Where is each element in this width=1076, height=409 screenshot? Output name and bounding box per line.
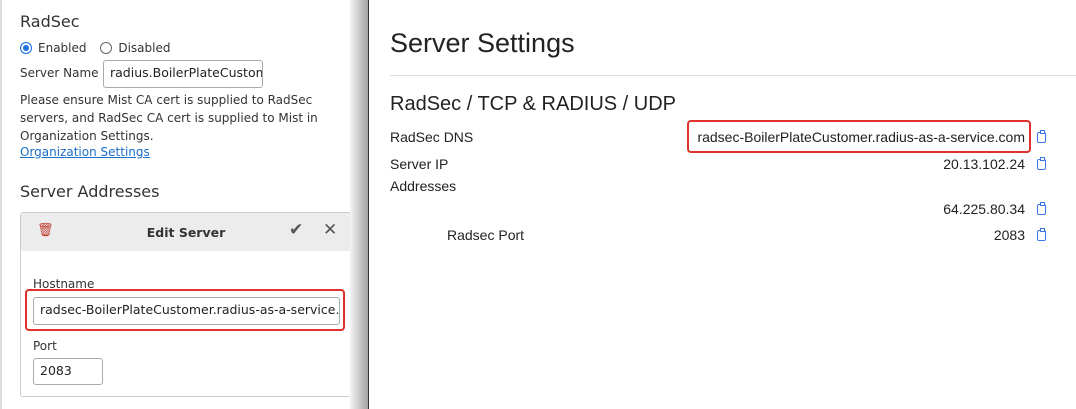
server-ip-label: Server IP xyxy=(390,156,449,172)
port-input[interactable]: 2083 xyxy=(33,358,103,385)
copy-icon[interactable] xyxy=(1037,157,1046,170)
server-name-label: Server Name xyxy=(20,66,99,80)
server-name-input[interactable]: radius.BoilerPlateCustomer xyxy=(103,60,263,88)
edit-server-header: 🗑 Edit Server ✔ ✕ xyxy=(21,213,351,251)
disabled-radio[interactable]: Disabled xyxy=(100,41,170,55)
edit-server-title: Edit Server xyxy=(146,225,226,240)
radsec-port-value: 2083 xyxy=(993,227,1025,243)
ca-cert-notice: Please ensure Mist CA cert is supplied t… xyxy=(20,93,318,143)
server-ip-value: 20.13.102.24 xyxy=(943,156,1025,172)
hostname-label: Hostname xyxy=(33,277,95,291)
highlight-box xyxy=(687,120,1031,153)
disabled-label: Disabled xyxy=(118,41,171,55)
edit-server-card: 🗑 Edit Server ✔ ✕ Hostname radsec-Boiler… xyxy=(20,212,352,397)
addresses-label: Addresses xyxy=(390,178,457,194)
section-title: RadSec / TCP & RADIUS / UDP xyxy=(390,93,677,115)
enabled-label: Enabled xyxy=(38,41,87,55)
radsec-toggle: Enabled Disabled xyxy=(20,41,170,55)
radsec-port-label: Radsec Port xyxy=(447,227,525,243)
trash-icon[interactable]: 🗑 xyxy=(37,223,54,238)
server-settings-title: Server Settings xyxy=(390,28,575,58)
organization-settings-link[interactable]: Organization Settings xyxy=(20,145,150,159)
copy-icon[interactable] xyxy=(1037,228,1046,241)
divider xyxy=(390,75,1076,76)
hostname-input[interactable]: radsec-BoilerPlateCustomer.radius-as-a-s… xyxy=(33,297,340,325)
radio-on-icon xyxy=(20,42,32,54)
port-label: Port xyxy=(33,339,57,353)
radsec-heading: RadSec xyxy=(20,12,80,31)
copy-icon[interactable] xyxy=(1037,130,1046,143)
radsec-dns-value: radsec-BoilerPlateCustomer.radius-as-a-s… xyxy=(697,129,1025,145)
enabled-radio[interactable]: Enabled xyxy=(20,41,87,55)
check-icon[interactable]: ✔ xyxy=(289,220,304,240)
server-addresses-heading: Server Addresses xyxy=(20,182,160,201)
server-settings-panel: Server Settings RadSec / TCP & RADIUS / … xyxy=(368,0,1076,409)
radio-off-icon xyxy=(100,42,113,54)
copy-icon[interactable] xyxy=(1037,202,1046,215)
close-icon[interactable]: ✕ xyxy=(323,220,338,240)
highlight-box xyxy=(25,289,345,331)
address-value: 64.225.80.34 xyxy=(943,201,1025,217)
panel-shadow xyxy=(350,0,370,409)
radsec-config-panel: RadSec Enabled Disabled Server Name radi… xyxy=(0,0,358,409)
radsec-dns-label: RadSec DNS xyxy=(390,129,474,145)
